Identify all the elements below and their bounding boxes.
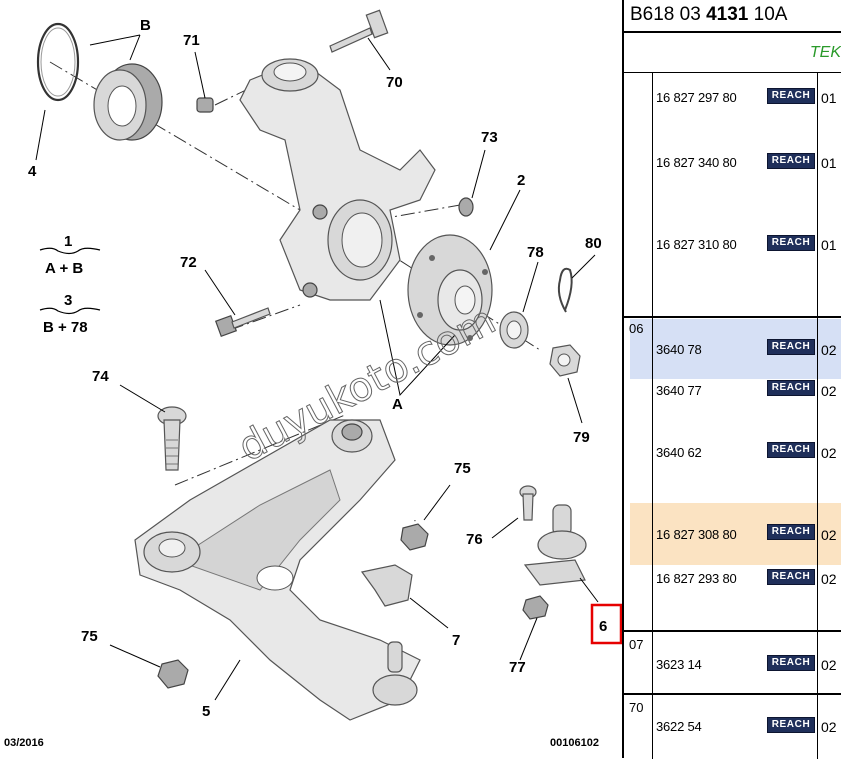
- quantity: 02: [821, 527, 837, 543]
- callout-73: 73: [481, 129, 498, 146]
- quantity: 02: [821, 383, 837, 399]
- legend-3: 3: [64, 292, 72, 309]
- group-label: 07: [629, 637, 644, 652]
- nut-77-part: [522, 595, 549, 620]
- section-divider: [624, 316, 841, 318]
- reach-tag: REACH: [767, 88, 815, 104]
- arm-ball-joint-part: [372, 641, 418, 706]
- callout-5: 5: [202, 703, 210, 720]
- reach-tag: REACH: [767, 339, 815, 355]
- reach-tag: REACH: [767, 235, 815, 251]
- reach-tag: REACH: [767, 442, 815, 458]
- callout-6-highlight-box: [590, 603, 622, 645]
- bolt-72-part: [214, 307, 271, 338]
- header-divider: [624, 31, 841, 33]
- callout-79: 79: [573, 429, 590, 446]
- nut-75-upper-part: [400, 523, 429, 551]
- group-label: 06: [629, 321, 644, 336]
- lower-control-arm-part: [134, 419, 421, 721]
- section-divider: [624, 630, 841, 632]
- quantity: 02: [821, 657, 837, 673]
- part-number[interactable]: 16 827 293 80: [656, 571, 737, 586]
- bolt-74-part: [157, 406, 187, 471]
- callout-7: 7: [452, 632, 460, 649]
- part-number[interactable]: 16 827 297 80: [656, 90, 737, 105]
- callout-4: 4: [28, 163, 37, 180]
- callout-72: 72: [180, 254, 197, 271]
- wheel-hub-part: [407, 234, 493, 346]
- footer-date: 03/2016: [4, 737, 44, 749]
- part-number[interactable]: 3640 77: [656, 383, 702, 398]
- reach-tag: REACH: [767, 717, 815, 733]
- callout-80: 80: [585, 235, 602, 252]
- ref-bold: 4131: [706, 4, 749, 25]
- part-number[interactable]: 3622 54: [656, 719, 702, 734]
- nut-75-lower-part: [157, 659, 189, 689]
- footer-ref: 00106102: [550, 737, 599, 749]
- legend-1: 1: [64, 233, 72, 250]
- part-number[interactable]: 3640 78: [656, 342, 702, 357]
- quantity: 02: [821, 342, 837, 358]
- callout-76: 76: [466, 531, 483, 548]
- callout-77: 77: [509, 659, 526, 676]
- cotter-pin-part: [557, 267, 573, 313]
- bolt-76-part: [519, 485, 537, 521]
- washer-78-part: [499, 311, 529, 349]
- steering-knuckle-part: [239, 58, 436, 301]
- quantity: 02: [821, 445, 837, 461]
- reach-tag: REACH: [767, 524, 815, 540]
- snap-ring-part: [36, 22, 80, 102]
- wheel-bearing-part: [93, 63, 163, 141]
- callout-70: 70: [386, 74, 403, 91]
- callout-6: 6: [599, 618, 607, 635]
- tek-label: TEK: [809, 44, 841, 61]
- part-number[interactable]: 16 827 310 80: [656, 237, 737, 252]
- callout-71: 71: [183, 32, 200, 49]
- reach-tag: REACH: [767, 655, 815, 671]
- shield-clip-part: [360, 564, 413, 607]
- callout-2: 2: [517, 172, 525, 189]
- part-number[interactable]: 16 827 340 80: [656, 155, 737, 170]
- callout-78: 78: [527, 244, 544, 261]
- legend-1-formula: A + B: [45, 260, 83, 277]
- ball-joint-6-part: [523, 504, 587, 586]
- reference-header: B618 03 4131 10A: [630, 4, 787, 26]
- part-number[interactable]: 16 827 308 80: [656, 527, 737, 542]
- nut-71-part: [196, 97, 214, 113]
- cap-73-part: [458, 197, 474, 217]
- castle-nut-part: [549, 344, 581, 377]
- callout-a: A: [392, 396, 403, 413]
- assembly-legend: 1 A + B 3 B + 78: [39, 233, 101, 336]
- quantity: 01: [821, 90, 837, 106]
- part-number[interactable]: 3623 14: [656, 657, 702, 672]
- ref-suffix: 10A: [748, 4, 788, 25]
- reach-tag: REACH: [767, 380, 815, 396]
- ref-prefix: B618 03: [630, 4, 707, 25]
- parts-list-panel: B618 03 4131 10A TEK 06 07 70 16 827 297…: [622, 0, 841, 759]
- column-divider: [652, 73, 653, 759]
- callout-74: 74: [92, 368, 109, 385]
- column-divider: [817, 73, 818, 759]
- part-number[interactable]: 3640 62: [656, 445, 702, 460]
- quantity: 02: [821, 571, 837, 587]
- group-label: 70: [629, 700, 644, 715]
- bolt-70-part: [329, 9, 389, 53]
- callout-b: B: [140, 17, 151, 34]
- callout-75-upper: 75: [454, 460, 471, 477]
- quantity: 02: [821, 719, 837, 735]
- section-divider: [624, 693, 841, 695]
- legend-3-formula: B + 78: [43, 319, 88, 336]
- reach-tag: REACH: [767, 153, 815, 169]
- parts-table: 06 07 70 16 827 297 80 REACH 01 16 827 3…: [624, 72, 841, 759]
- exploded-parts-diagram: B 4 71 70 73 2 72 78 80 74 A 79 75 76 75…: [4, 9, 622, 749]
- reach-tag: REACH: [767, 569, 815, 585]
- quantity: 01: [821, 237, 837, 253]
- callout-75-lower: 75: [81, 628, 98, 645]
- quantity: 01: [821, 155, 837, 171]
